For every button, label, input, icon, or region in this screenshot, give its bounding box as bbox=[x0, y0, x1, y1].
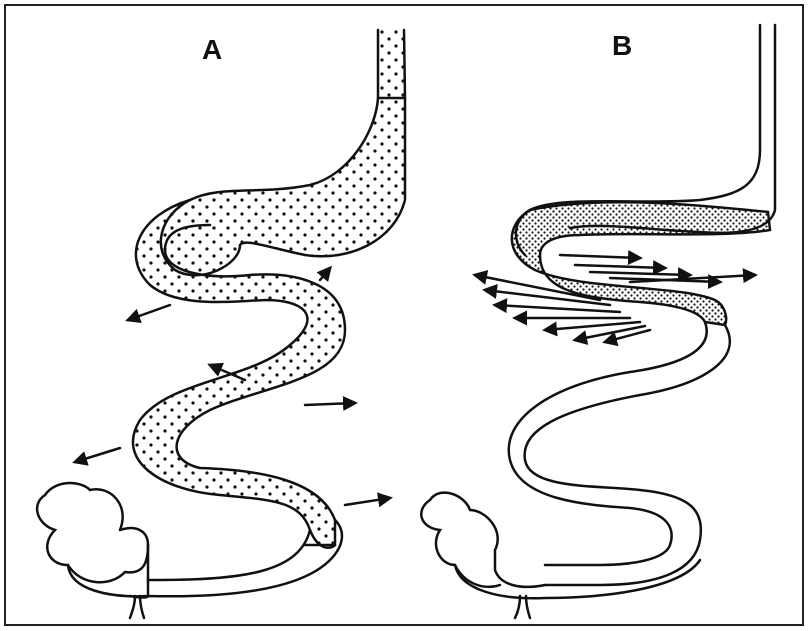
intestine-b bbox=[525, 325, 730, 585]
arrow-a-5 bbox=[75, 448, 120, 462]
panel-b bbox=[421, 25, 775, 618]
panel-a bbox=[37, 30, 405, 618]
intestine-b-filled bbox=[512, 202, 770, 325]
colon-a bbox=[37, 483, 148, 582]
arrow-a-6 bbox=[345, 498, 390, 505]
stomach-a bbox=[161, 30, 405, 275]
arrow-a-4 bbox=[305, 403, 355, 405]
panel-b-label: B bbox=[612, 30, 632, 62]
arrow-a-1 bbox=[320, 268, 330, 280]
colon-b bbox=[421, 493, 545, 587]
arrow-a-2 bbox=[128, 305, 170, 320]
panel-a-label: A bbox=[202, 34, 222, 66]
appendix-a bbox=[130, 596, 144, 618]
